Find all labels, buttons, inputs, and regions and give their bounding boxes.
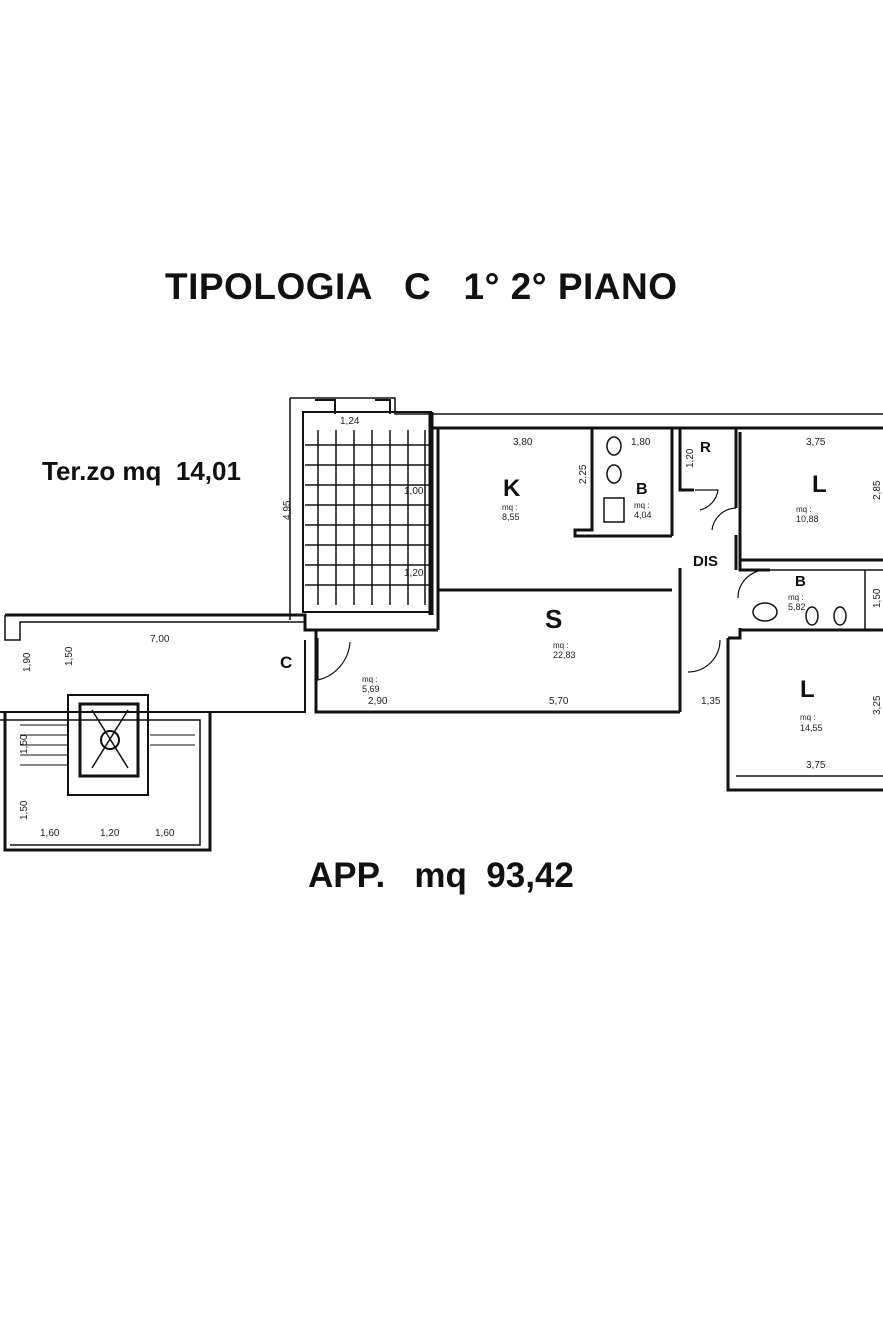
room-bath1-letter: B <box>636 481 648 498</box>
room-storage-letter: R <box>700 439 711 456</box>
dim-corridor-length: 7,00 <box>150 634 170 645</box>
room-bed1-area: 10,88 <box>796 514 819 524</box>
apartment-total-area: APP. mq 93,42 <box>308 856 574 895</box>
dim-hall-width: 1,35 <box>701 696 721 707</box>
room-bath2-area: 5,82 <box>788 602 806 612</box>
room-bath1-area: 4,04 <box>634 510 652 520</box>
room-living-letter: S <box>545 604 562 634</box>
room-hall-letter: DIS <box>693 553 718 570</box>
dim-stair-b: 1,20 <box>100 828 120 839</box>
dim-terrace-top: 1,24 <box>340 416 360 427</box>
room-bed2-area: 14,55 <box>800 723 823 733</box>
dim-stair-e: 1,50 <box>19 800 30 820</box>
dim-storage: 1,20 <box>685 448 696 468</box>
room-bath2-letter: B <box>795 573 806 590</box>
dim-bath2-height: 1,50 <box>872 588 883 608</box>
room-bed2-letter: L <box>800 676 815 703</box>
dim-stair-d: 1,50 <box>19 734 30 754</box>
room-bed1-letter: L <box>812 471 827 498</box>
room-bed2-mq: mq : <box>800 713 816 722</box>
room-entrance-letter: C <box>280 653 292 672</box>
dim-bath-width: 1,80 <box>631 437 651 448</box>
dim-stair-height: 1,50 <box>64 646 75 666</box>
room-bed1-mq: mq : <box>796 505 812 514</box>
terrace-area-label: Ter.zo mq 14,01 <box>42 456 241 486</box>
dimension-labels: 3,80 1,80 3,75 2,25 2,85 4,95 1,24 7,00 … <box>19 416 883 839</box>
terrace-tiling <box>305 430 431 605</box>
dim-window-2: 1,20 <box>404 568 424 579</box>
room-entrance-area: 5,69 <box>362 684 380 694</box>
dim-window-1: 1,00 <box>404 486 424 497</box>
floor-plan-walls <box>0 397 883 852</box>
dim-stair-a: 1,60 <box>40 828 60 839</box>
door-swings <box>317 489 767 681</box>
dim-kitchen-width: 3,80 <box>513 437 533 448</box>
dim-bed1-height: 2,85 <box>872 480 883 500</box>
dim-bath-height: 2,25 <box>578 464 589 484</box>
dim-bed1-width: 3,75 <box>806 437 826 448</box>
dim-bed2-height: 3,25 <box>872 695 883 715</box>
stair-core <box>20 694 195 796</box>
room-entrance-mq: mq : <box>362 675 378 684</box>
room-living-mq: mq : <box>553 641 569 650</box>
room-bath2-mq: mq : <box>788 593 804 602</box>
plan-title: TIPOLOGIA C 1° 2° PIANO <box>165 266 678 307</box>
room-kitchen-letter: K <box>503 475 521 502</box>
floor-plan: K mq : 8,55 B mq : 4,04 R L mq : 10,88 D… <box>0 397 883 852</box>
dim-terrace-height: 4,95 <box>282 500 293 520</box>
bathroom-fixtures <box>603 436 847 626</box>
dim-stair-side: 1,90 <box>22 652 33 672</box>
room-kitchen-mq: mq : <box>502 503 518 512</box>
room-kitchen-area: 8,55 <box>502 512 520 522</box>
dim-entrance-width: 2,90 <box>368 696 388 707</box>
room-living-area: 22,83 <box>553 650 576 660</box>
dim-stair-c: 1,60 <box>155 828 175 839</box>
dim-living-width: 5,70 <box>549 696 569 707</box>
room-bath1-mq: mq : <box>634 501 650 510</box>
dim-bed2-width: 3,75 <box>806 760 826 771</box>
